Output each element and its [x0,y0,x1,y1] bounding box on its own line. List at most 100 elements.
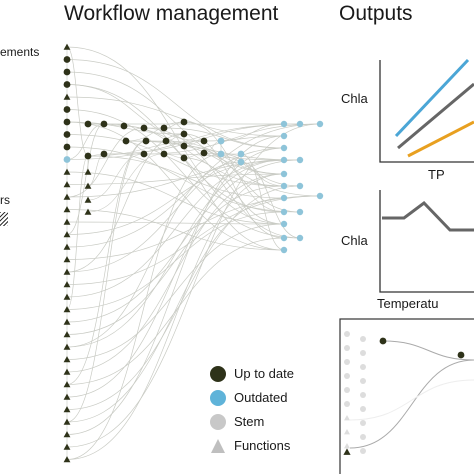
graph-edge [66,173,285,460]
node-up-to-date [200,137,208,145]
drivers-label: rs [0,193,10,207]
node-up-to-date [180,154,188,162]
graph-edge [66,84,205,142]
node-outdated [280,194,288,202]
inset-node-function [344,415,350,421]
graph-edge [66,159,285,348]
graph-edge [66,185,285,335]
node-up-to-date [160,124,168,132]
inset-node-stem [360,406,366,412]
node-function [63,268,71,275]
node-outdated [296,156,304,164]
chart-temperature-ylabel: Chla [341,233,368,248]
graph-edge [123,125,285,251]
node-outdated [296,182,304,190]
stem-circle-icon [210,414,226,430]
graph-edge [183,133,285,239]
output-chart-tp[interactable] [379,58,474,163]
graph-edge [66,140,147,385]
graph-edge [66,209,285,251]
inset-node-stem [344,331,350,337]
inset-node-stem [360,378,366,384]
inset-node-up-to-date [457,351,465,359]
node-up-to-date [162,137,170,145]
graph-edge [66,153,222,460]
graph-edge [183,145,301,213]
node-outdated [217,137,225,145]
node-up-to-date [63,81,71,88]
node-outdated [280,182,288,190]
drivers-hatch-icon [0,212,8,226]
graph-edge [66,146,301,213]
graph-edge [66,96,285,137]
graph-edge [66,155,89,310]
graph-edge [183,121,285,213]
node-function [63,218,71,225]
graph-edge [66,221,285,225]
graph-edge [66,185,301,410]
node-up-to-date [63,68,71,76]
graph-edge [66,109,301,239]
legend-label: Functions [234,438,291,453]
graph-edge [240,153,285,251]
graph-edge [145,140,321,197]
output-chart-temperature[interactable] [379,190,474,293]
graph-edge [66,121,285,251]
graph-edge [66,140,147,423]
graph-edge [220,153,285,187]
graph-zoom-inset[interactable] [339,318,474,474]
node-outdated [316,192,324,200]
graph-edge [87,153,165,213]
inset-node-stem [360,434,366,440]
node-function [63,431,71,438]
node-up-to-date [63,56,71,63]
graph-edge [66,127,145,198]
node-outdated [217,150,225,158]
inset-node-stem [360,448,366,454]
graph-edges [66,46,321,460]
graph-nodes [63,43,324,463]
node-outdated [280,120,288,128]
chart-tp-axes [379,60,474,163]
graph-edge [66,147,285,398]
legend-label: Stem [234,414,265,429]
node-function [63,281,71,288]
graph-edge [125,140,301,161]
inset-node-stem [344,387,350,393]
graph-edge [143,127,301,239]
node-function [63,406,71,413]
inset-edge [382,340,474,361]
node-function [63,206,71,213]
node-outdated [280,144,288,152]
node-function [63,193,71,200]
inset-node-function [344,443,350,449]
node-function [63,318,71,325]
inset-node-stem [344,401,350,407]
node-up-to-date [63,143,71,151]
node-function [63,43,71,50]
inset-node-function [343,448,351,455]
node-outdated [280,170,288,178]
graph-edge [66,134,285,187]
node-function [63,456,71,463]
chart-tp-ylabel: Chla [341,91,368,106]
legend-label: Outdated [234,390,288,405]
inset-node-stem [360,392,366,398]
graph-edge [87,155,285,199]
node-outdated [280,246,288,254]
measurements-label: ements [0,45,40,59]
inset-node-stem [344,359,350,365]
graph-edge [66,59,285,149]
node-up-to-date [180,130,188,138]
graph-edge [163,127,285,149]
graph-edge [240,161,301,239]
graph-edge [66,71,285,175]
node-function [84,208,92,215]
node-up-to-date [140,150,148,158]
chart-temperature-axes [379,190,474,293]
node-up-to-date [160,150,168,158]
node-outdated [296,120,304,128]
node-outdated [237,158,245,166]
node-outdated [63,156,71,163]
node-outdated [280,208,288,216]
